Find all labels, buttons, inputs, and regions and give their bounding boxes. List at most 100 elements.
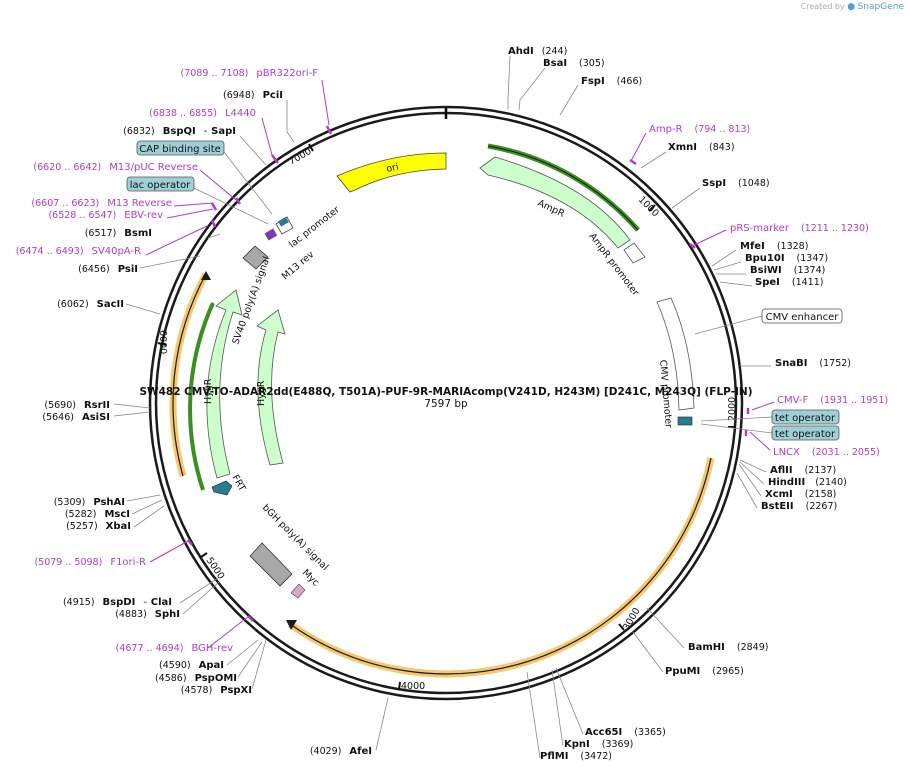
aflii-line xyxy=(739,459,767,473)
enzyme-bspdi-clai[interactable]: (4915)BspDI-ClaI xyxy=(63,597,172,608)
enzyme-snabi[interactable]: SnaBI(1752) xyxy=(775,358,851,369)
primer-sv40pa-r[interactable]: (6474 .. 6493)SV40pA-R xyxy=(16,246,141,257)
enzyme-xcmi[interactable]: XcmI(2158) xyxy=(765,489,836,500)
sacii-line xyxy=(125,303,161,315)
tet-operator-1-line xyxy=(700,416,773,422)
prs-mark xyxy=(689,243,696,249)
feature-myc[interactable]: Myc xyxy=(290,567,321,599)
primer-prs-marker[interactable]: pRS-marker(1211 .. 1230) xyxy=(730,223,869,234)
m13puc-mark xyxy=(234,197,242,205)
enzyme-xbai[interactable]: (5257)XbaI xyxy=(66,521,131,532)
frt-arrow xyxy=(211,480,233,496)
hygr-inner-label: HygR xyxy=(256,380,267,406)
plasmid-length: 7597 bp xyxy=(424,398,468,410)
enzyme-rsrii[interactable]: (5690)RsrII xyxy=(44,400,110,411)
tet-operator-site xyxy=(677,416,693,426)
enzyme-ppumi[interactable]: PpuMI(2965) xyxy=(665,666,744,677)
spei-line xyxy=(719,281,753,287)
enzyme-bamhi[interactable]: BamHI(2849) xyxy=(688,642,768,653)
hygr-orf-line xyxy=(188,302,215,491)
enzyme-kpni[interactable]: KpnI(3369) xyxy=(564,739,633,750)
enzyme-pcii[interactable]: (6948)PciI xyxy=(223,90,283,101)
enzyme-aflii[interactable]: AflII(2137) xyxy=(770,465,836,476)
feature-hygr-outer[interactable]: HygR xyxy=(203,289,243,479)
boxed-tet-operator-2[interactable]: tet operator xyxy=(771,425,840,441)
feature-ori[interactable]: ori xyxy=(336,152,447,193)
psii-line xyxy=(139,255,201,269)
ampr-arrow xyxy=(479,156,631,249)
primer-m13-reverse[interactable]: (6607 .. 6623)M13 Reverse xyxy=(31,198,172,209)
enzyme-xmni[interactable]: XmnI(843) xyxy=(668,142,735,153)
tick-label-4000: 4000 xyxy=(401,681,425,692)
cmvf-line xyxy=(751,401,775,411)
enzyme-spei[interactable]: SpeI(1411) xyxy=(755,277,823,288)
primer-pbr322ori-f[interactable]: (7089 .. 7108)pBR322ori-F xyxy=(181,68,319,79)
primer-amp-r[interactable]: Amp-R(794 .. 813) xyxy=(649,124,750,135)
ampr-primer-line xyxy=(630,132,647,162)
xmni-line xyxy=(640,151,667,169)
boxed-cmv-enhancer[interactable]: CMV enhancer xyxy=(761,308,843,324)
enzyme-ahdi[interactable]: AhdI(244) xyxy=(508,46,567,57)
m13-rev-label: M13 rev xyxy=(280,249,317,282)
cap-line xyxy=(223,151,273,215)
enzyme-pshai[interactable]: (5309)PshAI xyxy=(54,497,125,508)
primer-lines xyxy=(145,79,775,649)
acc65i-line xyxy=(555,667,584,735)
snapgene-logo-icon: ● xyxy=(847,2,856,12)
enzyme-psii[interactable]: (6456)PsiI xyxy=(78,264,138,275)
pbr322ori-f-mark xyxy=(325,125,333,135)
enzyme-msci[interactable]: (5282)MscI xyxy=(65,509,130,520)
enzyme-bspqi-sapi[interactable]: (6832)BspQI-SapI xyxy=(123,126,236,137)
sv40-polya-box xyxy=(242,245,269,270)
enzyme-acc65i[interactable]: Acc65I(3365) xyxy=(585,727,666,738)
feature-frt[interactable]: FRT xyxy=(211,473,248,496)
cmv-enhancer-line xyxy=(694,315,763,335)
primer-lncx[interactable]: LNCX(2031 .. 2055) xyxy=(773,447,880,458)
boxed-tet-operator-1[interactable]: tet operator xyxy=(771,409,840,425)
f1ori-mark xyxy=(187,539,193,546)
pspomi-line xyxy=(237,641,263,678)
enzyme-asisi[interactable]: (5646)AsiSI xyxy=(42,412,110,423)
cap-binding-box xyxy=(136,140,225,156)
feature-bgh-polya[interactable]: bGH poly(A) signal xyxy=(249,502,330,587)
snapgene-credit: Created by ● SnapGene xyxy=(801,2,904,12)
primer-cmv-f[interactable]: CMV-F(1931 .. 1951) xyxy=(777,395,888,406)
primer-l4440[interactable]: (6838 .. 6855)L4440 xyxy=(149,108,256,119)
tet-operator-2-line xyxy=(700,423,773,434)
enzymes-right: AhdI(244) BsaI(305) FspI(466) XmnI(843) … xyxy=(508,46,851,762)
enzyme-apai[interactable]: (4590)ApaI xyxy=(159,660,224,671)
ori-label: ori xyxy=(385,162,399,175)
enzyme-fspi[interactable]: FspI(466) xyxy=(581,76,642,87)
primer-bgh-rev[interactable]: (4677 .. 4694)BGH-rev xyxy=(116,643,233,654)
enzyme-bsiwi[interactable]: BsiWI(1374) xyxy=(750,265,825,276)
enzyme-bsteii[interactable]: BstEII(2267) xyxy=(761,501,837,512)
ori-arrow xyxy=(336,152,447,193)
primer-m13-puc-reverse[interactable]: (6620 .. 6642)M13/pUC Reverse xyxy=(33,162,198,173)
enzyme-bsmi[interactable]: (6517)BsmI xyxy=(85,228,152,239)
enzyme-pflmi[interactable]: PflMI(3472) xyxy=(540,751,612,762)
feature-hygr-inner[interactable]: HygR xyxy=(256,309,286,466)
feature-lac-promoter[interactable]: lac promoter xyxy=(275,204,342,250)
enzyme-sspi[interactable]: SspI(1048) xyxy=(702,178,770,189)
sv40par-line xyxy=(145,225,208,256)
credit-text: Created by xyxy=(800,2,845,11)
enzyme-sphi[interactable]: (4883)SphI xyxy=(115,609,180,620)
ampr-orf-outline xyxy=(487,145,639,231)
primer-f1ori-r[interactable]: (5079 .. 5098)F1ori-R xyxy=(34,557,146,568)
tick-label-7000: 7000 xyxy=(287,146,313,168)
enzyme-sacii[interactable]: (6062)SacII xyxy=(57,299,124,310)
enzyme-bsai[interactable]: BsaI(305) xyxy=(543,58,605,69)
boxed-lac-operator[interactable]: lac operator xyxy=(126,176,195,192)
boxed-cap[interactable]: CAP binding site xyxy=(136,140,225,156)
enzyme-mfei[interactable]: MfeI(1328) xyxy=(740,241,808,252)
feature-cmv-promoter[interactable]: CMV promoter xyxy=(656,297,695,429)
enzyme-pspxi[interactable]: (4578)PspXI xyxy=(181,685,252,696)
enzyme-bpu10i[interactable]: Bpu10I(1347) xyxy=(745,253,828,264)
rsrii-line xyxy=(113,403,151,409)
enzyme-pspomi[interactable]: (4586)PspOMI xyxy=(155,673,237,684)
enzyme-afei[interactable]: (4029)AfeI xyxy=(310,746,372,757)
primer-ebv-rev[interactable]: (6528 .. 6547)EBV-rev xyxy=(48,210,163,221)
bamhi-line xyxy=(646,607,685,649)
enzyme-hindiii[interactable]: HindIII(2140) xyxy=(768,477,847,488)
l4440-line xyxy=(261,117,273,156)
